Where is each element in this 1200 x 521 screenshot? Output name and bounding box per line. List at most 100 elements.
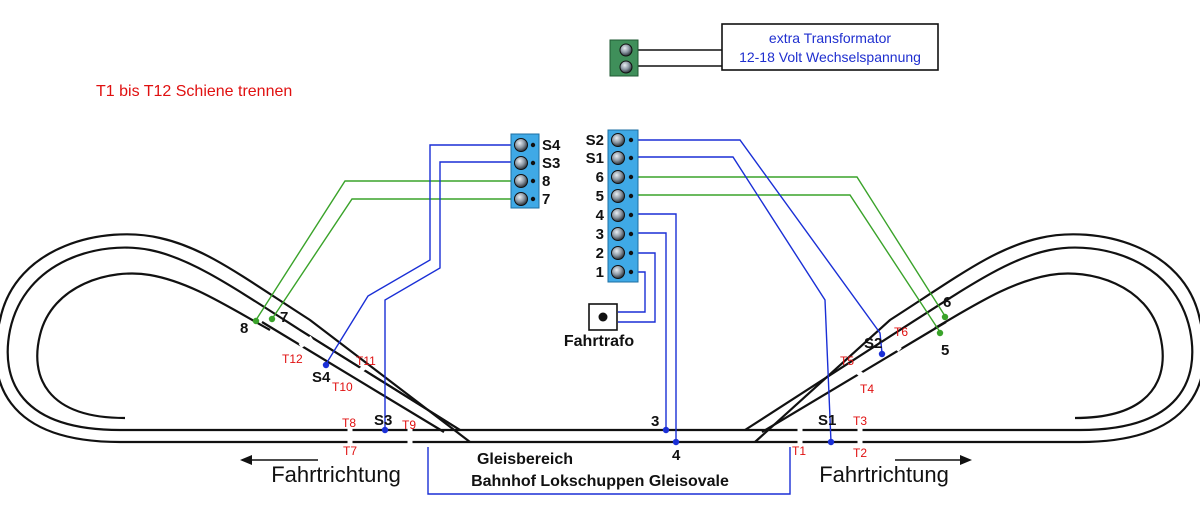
transformer-box [721, 23, 939, 71]
screw-icon [611, 208, 625, 222]
dot-s1 [827, 438, 835, 446]
right-terminal-label-1: 1 [596, 264, 604, 281]
track-label-s3: S3 [374, 412, 392, 429]
direction-left: Fahrtrichtung [240, 455, 401, 487]
green-terminal-block [609, 39, 639, 77]
dot-8 [252, 317, 260, 325]
left-terminal-label-s4: S4 [542, 137, 561, 154]
left-loop-outer [6, 246, 461, 432]
wire-8 [255, 180, 515, 321]
right-loop-outer [744, 246, 1194, 432]
left-terminal-label-8: 8 [542, 173, 550, 190]
sep-label-t3: T3 [853, 414, 867, 428]
terminal-hole-icon [628, 137, 634, 143]
wire-s1 [632, 156, 832, 443]
dot-7 [268, 315, 276, 323]
left-loop-inner [36, 272, 271, 420]
track-label-4: 4 [672, 447, 681, 464]
left-diagonal-a [299, 329, 461, 431]
track-label-3: 3 [651, 413, 659, 430]
sep-label-t4: T4 [860, 382, 874, 396]
right-terminal-label-3: 3 [596, 226, 604, 243]
separation-note: T1 bis T12 Schiene trennen [96, 83, 292, 100]
connection-dots [252, 313, 949, 446]
wire-s4 [325, 144, 515, 365]
terminal-hole-icon [628, 212, 634, 218]
wires [255, 49, 946, 495]
station-bracket [427, 447, 791, 495]
wire-s3 [384, 161, 515, 430]
screw-icon [611, 227, 625, 241]
track-label-5: 5 [941, 342, 949, 359]
wire-7 [271, 198, 515, 320]
left-terminal-label-s3: S3 [542, 155, 560, 172]
screw-icon [619, 43, 633, 57]
screw-icon [611, 246, 625, 260]
terminal-hole-icon [628, 193, 634, 199]
track-label-s2: S2 [864, 335, 882, 352]
sep-label-t2: T2 [853, 446, 867, 460]
fahrtrafo: Fahrtrafo [564, 303, 634, 350]
right-diagonal-b [761, 321, 947, 433]
wire-3 [632, 232, 667, 430]
terminal-hole-icon [628, 269, 634, 275]
direction-left-label: Fahrtrichtung [271, 462, 401, 487]
dot-s3 [381, 426, 389, 434]
wire-4 [632, 213, 677, 442]
gap-t10-t11 [353, 364, 368, 377]
track-label-s1: S1 [818, 412, 836, 429]
left-diagonal-b [261, 321, 445, 433]
gap-t4-t5 [853, 367, 868, 381]
wire-s2 [632, 139, 883, 354]
right-terminal-label-2: 2 [596, 245, 604, 262]
fahrtrafo-dot-icon [598, 312, 608, 322]
sep-label-t10: T10 [332, 380, 353, 394]
right-loop-outer-2 [754, 233, 1200, 444]
transformer-line-1: extra Transformator [769, 30, 891, 46]
terminal-hole-icon [628, 250, 634, 256]
transformer-line-2: 12-18 Volt Wechselspannung [739, 49, 921, 65]
track-layout [0, 233, 1200, 444]
right-terminal-label-s1: S1 [586, 150, 604, 167]
screw-icon [611, 151, 625, 165]
screw-icon [514, 156, 528, 170]
right-loop-inner [934, 272, 1164, 420]
terminal-hole-icon [628, 231, 634, 237]
track-label-7: 7 [280, 309, 288, 326]
screw-icon [619, 60, 633, 74]
wire-2 [618, 252, 656, 323]
screw-icon [611, 170, 625, 184]
right-terminal-screws [611, 133, 634, 279]
left-loop-outer-2 [0, 233, 471, 444]
dot-s4 [322, 361, 330, 369]
dot-6 [941, 313, 949, 321]
sep-label-t12: T12 [282, 352, 303, 366]
right-terminal-body [607, 129, 639, 283]
terminal-hole-icon [530, 142, 536, 148]
station-area-line-2: Bahnhof Lokschuppen Gleisovale [471, 473, 729, 490]
screw-icon [514, 138, 528, 152]
screw-icon [611, 133, 625, 147]
left-terminal-block: S4 S3 8 7 [510, 133, 561, 209]
dot-5 [936, 329, 944, 337]
sep-label-t7: T7 [343, 444, 357, 458]
sep-label-t9: T9 [402, 418, 416, 432]
wire-5 [632, 194, 941, 333]
track-point-labels: 8 7 6 5 S4 S3 S2 S1 3 4 [240, 294, 951, 464]
sep-label-t11: T11 [356, 354, 376, 368]
sep-label-t1: T1 [792, 444, 806, 458]
right-terminal-label-6: 6 [596, 169, 604, 186]
right-terminal-label-s2: S2 [586, 132, 604, 149]
screw-icon [611, 265, 625, 279]
right-terminal-label-4: 4 [596, 207, 605, 224]
screw-icon [611, 189, 625, 203]
terminal-hole-icon [530, 160, 536, 166]
screw-icon [514, 174, 528, 188]
dot-s2 [878, 350, 886, 358]
track-label-s4: S4 [312, 369, 331, 386]
fahrtrafo-label: Fahrtrafo [564, 333, 634, 350]
screw-icon [514, 192, 528, 206]
direction-right: Fahrtrichtung [819, 455, 972, 487]
terminal-hole-icon [628, 155, 634, 161]
extra-transformer: extra Transformator 12-18 Volt Wechselsp… [721, 23, 939, 71]
